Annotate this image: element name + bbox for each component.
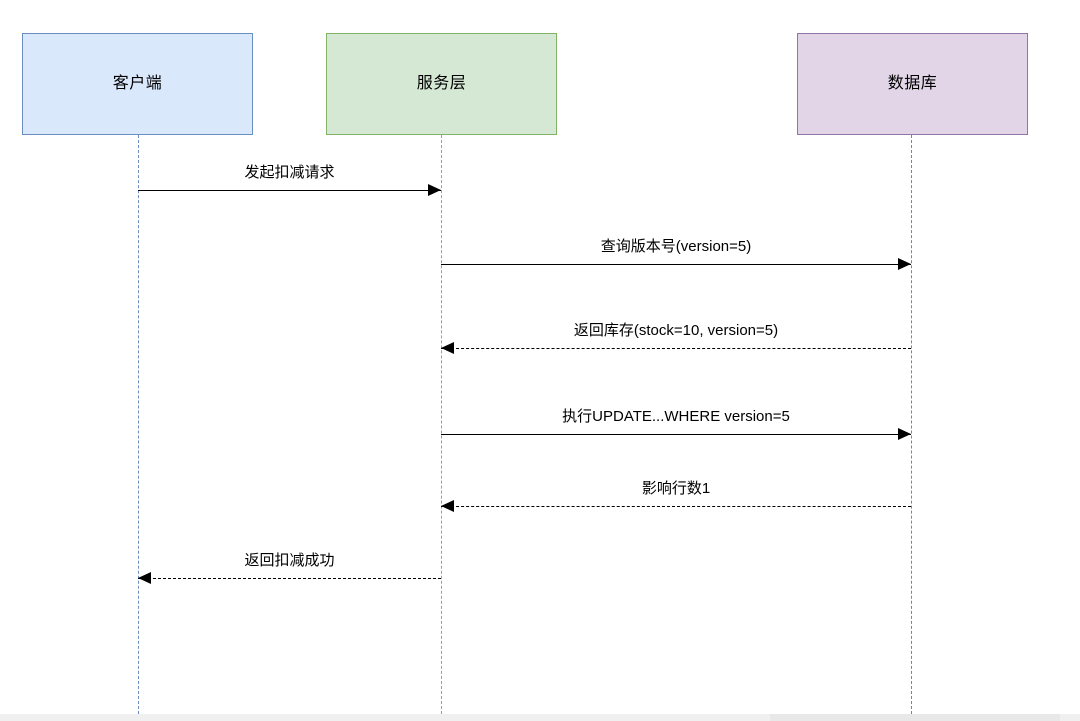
participant-box-database[interactable]: 数据库 [797, 33, 1028, 135]
message-label: 返回扣减成功 [244, 552, 335, 569]
lifeline-database [911, 135, 912, 714]
message-line [138, 578, 441, 579]
message-line [138, 190, 441, 191]
arrowhead-left [138, 572, 151, 584]
message-line [441, 348, 911, 349]
bottom-strip [0, 714, 1080, 721]
message-line [441, 264, 911, 265]
message-label: 影响行数1 [641, 480, 711, 497]
message-label: 执行UPDATE...WHERE version=5 [562, 408, 790, 425]
message-label: 发起扣减请求 [244, 164, 335, 181]
bottom-strip-accent [770, 714, 1060, 721]
arrowhead-right [898, 258, 911, 270]
participant-box-service[interactable]: 服务层 [326, 33, 557, 135]
lifeline-service [441, 135, 442, 714]
lifeline-client [138, 135, 139, 714]
message-line [441, 434, 911, 435]
participant-box-client[interactable]: 客户端 [22, 33, 253, 135]
arrowhead-left [441, 342, 454, 354]
participant-label-client: 客户端 [112, 75, 163, 92]
participant-label-service: 服务层 [416, 75, 467, 92]
message-line [441, 506, 911, 507]
message-label: 返回库存(stock=10, version=5) [573, 322, 779, 339]
arrowhead-left [441, 500, 454, 512]
message-label: 查询版本号(version=5) [600, 238, 752, 255]
participant-label-database: 数据库 [887, 75, 938, 92]
arrowhead-right [428, 184, 441, 196]
arrowhead-right [898, 428, 911, 440]
